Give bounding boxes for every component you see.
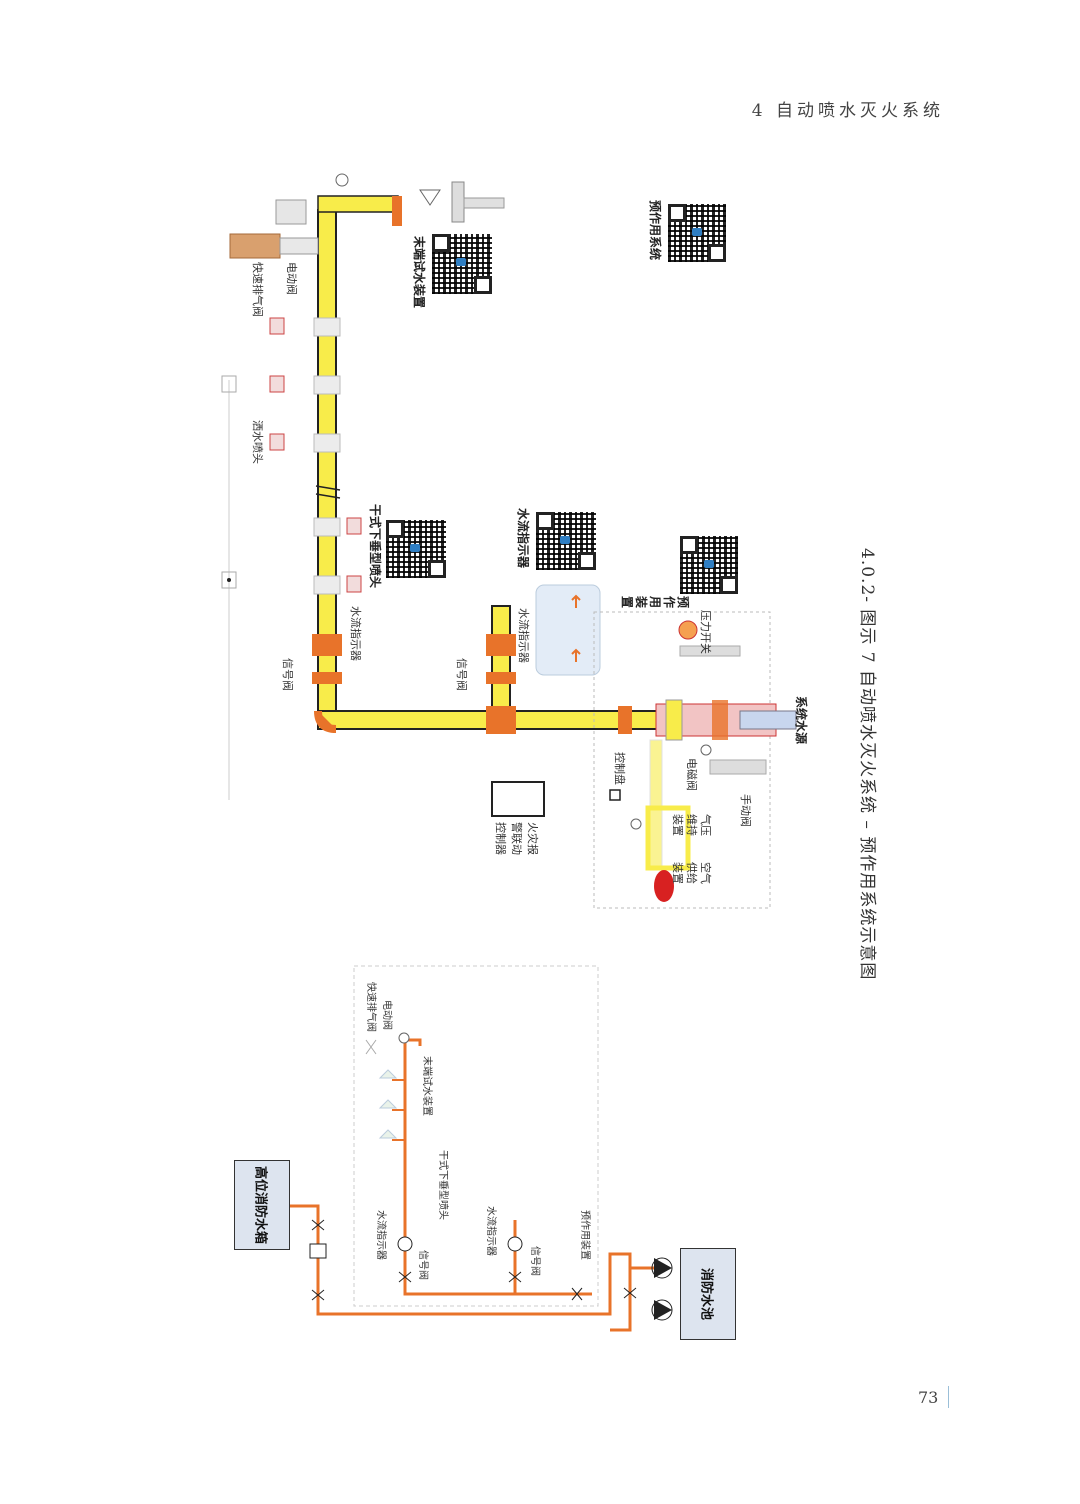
label-solenoid-valve: 电磁阀 bbox=[685, 758, 698, 791]
label-water-flow-indicator-title: 水流指示器 bbox=[516, 508, 530, 569]
label-quick-exhaust-valve: 快速排气阀 bbox=[251, 262, 264, 317]
branch-pipe bbox=[491, 605, 511, 717]
label-electric-valve: 电动阀 bbox=[285, 262, 298, 295]
label-manual-valve: 手动阀 bbox=[739, 794, 752, 827]
schematic-flow-indicator-1 bbox=[397, 1236, 413, 1252]
sch-label-electric: 电动阀 bbox=[381, 1000, 392, 1030]
electric-valve-body bbox=[275, 199, 307, 225]
boundary-marker-top bbox=[221, 375, 237, 393]
signal-valve-fitting bbox=[312, 672, 342, 684]
pressure-gauge bbox=[678, 620, 698, 640]
label-system-water-source: 系统水源 bbox=[794, 696, 808, 745]
schematic-flow-indicator-2 bbox=[507, 1236, 523, 1252]
schematic-supply-line bbox=[290, 1204, 632, 1332]
sprinkler-head bbox=[269, 375, 285, 393]
label-signal-valve-a: 信号阀 bbox=[281, 658, 294, 691]
label-preaction-system: 预作用系统 bbox=[648, 200, 662, 261]
label-end-test-device: 末端试水装置 bbox=[412, 236, 426, 309]
label-sprinkler: 洒水喷头 bbox=[251, 420, 264, 464]
sch-label-quick-exhaust: 快速排气阀 bbox=[365, 982, 376, 1032]
fire-water-pool: 消防水池 bbox=[680, 1248, 736, 1340]
pump-2 bbox=[654, 1300, 672, 1320]
boundary-marker-mid bbox=[221, 571, 237, 589]
qr-logo bbox=[692, 228, 702, 236]
sch-label-wfi-1: 水流指示器 bbox=[375, 1210, 386, 1260]
label-signal-valve-b: 信号阀 bbox=[455, 658, 468, 691]
label-fire-alarm-controller: 火灾报警联动控制器 bbox=[494, 822, 539, 855]
qr-logo bbox=[456, 258, 466, 266]
high-level-fire-tank-label: 高位消防水箱 bbox=[252, 1165, 268, 1245]
qr-logo bbox=[704, 560, 714, 568]
sch-label-dry-pendent: 干式下垂型喷头 bbox=[437, 1150, 448, 1220]
page-number: 73 bbox=[918, 1388, 939, 1407]
fire-water-pool-label: 消防水池 bbox=[698, 1267, 714, 1321]
dry-pendent-head bbox=[346, 517, 362, 535]
pump-1 bbox=[654, 1258, 672, 1278]
schematic-protection-area bbox=[353, 965, 599, 1307]
dry-pendent-head bbox=[346, 575, 362, 593]
sch-label-wfi-2: 水流指示器 bbox=[485, 1206, 496, 1256]
sch-label-preaction: 预作用装置 bbox=[579, 1210, 590, 1260]
elbow-fitting bbox=[314, 710, 337, 733]
test-valve bbox=[392, 196, 402, 226]
label-preaction-device: 预作用装置 bbox=[620, 596, 690, 609]
page-number-bar bbox=[948, 1386, 949, 1408]
quick-exhaust-valve-body bbox=[229, 233, 281, 259]
air-tank bbox=[654, 870, 674, 902]
sprinkler-head bbox=[269, 433, 285, 451]
sch-label-signal-1: 信号阀 bbox=[417, 1250, 428, 1280]
control-panel-icon bbox=[609, 789, 621, 801]
top-pipe bbox=[317, 195, 399, 213]
label-air-maintain: 气压维持装置 bbox=[671, 814, 712, 836]
high-level-fire-tank: 高位消防水箱 bbox=[234, 1160, 290, 1250]
label-dry-pendent: 干式下垂型喷头 bbox=[368, 504, 382, 589]
figure-caption: 4.0.2- 图示 7 自动喷水灭火系统 – 预作用系统示意图 bbox=[857, 548, 877, 981]
label-control-panel: 控制盘 bbox=[613, 752, 626, 785]
qr-water-flow-indicator[interactable] bbox=[536, 512, 596, 570]
sch-label-end-test: 末端试水装置 bbox=[421, 1056, 432, 1116]
fire-alarm-controller-box bbox=[491, 781, 545, 817]
flow-indicator-illustration bbox=[535, 584, 601, 676]
label-water-flow-indicator-a: 水流指示器 bbox=[349, 606, 362, 661]
water-flow-indicator-fitting bbox=[312, 634, 342, 656]
source-pipe bbox=[739, 710, 797, 730]
qr-logo bbox=[560, 536, 570, 544]
chapter-header: 4 自动喷水灭火系统 bbox=[751, 101, 944, 121]
sprinkler-head bbox=[269, 317, 285, 335]
sch-label-signal-2: 信号阀 bbox=[529, 1246, 540, 1276]
label-pressure-switch: 压力开关 bbox=[699, 610, 712, 654]
qr-logo bbox=[410, 544, 420, 552]
label-air-supply: 空气供给装置 bbox=[671, 862, 712, 884]
schematic-main-line bbox=[403, 1040, 592, 1296]
preaction-device-area bbox=[593, 611, 771, 909]
label-water-flow-indicator-b: 水流指示器 bbox=[517, 608, 530, 663]
